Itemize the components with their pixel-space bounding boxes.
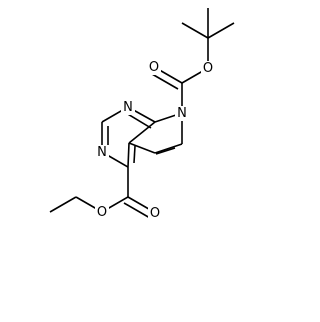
bond-c7a-c4a [128,121,156,144]
atom-n1: N [121,100,135,115]
atom-o-ethyl-carbonyl-mask [148,206,162,221]
atom-o-ethyl-carbonyl-label: O [150,206,160,221]
atom-o-boc-ester-label: O [203,61,213,76]
bond-c4-c4a-inner [133,145,136,164]
atom-n7-label: N [177,106,187,121]
bond-c6-c5 [154,143,183,154]
bond-c5-c4a [128,142,156,154]
bond-layer [49,8,235,219]
atom-o-boc-carbonyl: O [147,60,161,75]
atom-o-boc-carbonyl-mask [147,60,161,75]
bond-tbu-methyl-right [207,22,235,39]
bond-c4-c4a [127,142,130,168]
atom-o-boc-ester-mask [201,61,215,76]
atom-n1-mask [121,100,135,115]
atom-n3-label: N [97,145,107,160]
atom-o-ethyl-ester: O [95,205,109,220]
bond-ester-carbonyl-double-b [123,202,151,219]
atom-o-ethyl-ester-label: O [97,205,107,220]
atom-n1-label: N [123,100,133,115]
bond-c7a-n1-inner [125,112,152,129]
atom-o-boc-carbonyl-label: O [149,60,159,75]
bond-tbu-methyl-left [181,22,209,39]
atom-o-ethyl-carbonyl: O [148,206,162,221]
bond-c6-c5-inner [155,147,176,155]
atom-n7: N [175,106,189,121]
atom-o-boc-ester: O [201,61,215,76]
atom-n3: N [95,145,109,160]
atom-n7-mask [175,106,189,121]
atom-label-layer: N N N O O O O [95,60,215,221]
atom-n3-mask [95,145,109,160]
bond-ethyl-ch2-ch3 [49,196,77,213]
bond-boc-carbonyl-double-b [151,73,179,90]
atom-o-ethyl-ester-mask [95,205,109,220]
chemical-structure-diagram: N N N O O O O [49,8,235,221]
